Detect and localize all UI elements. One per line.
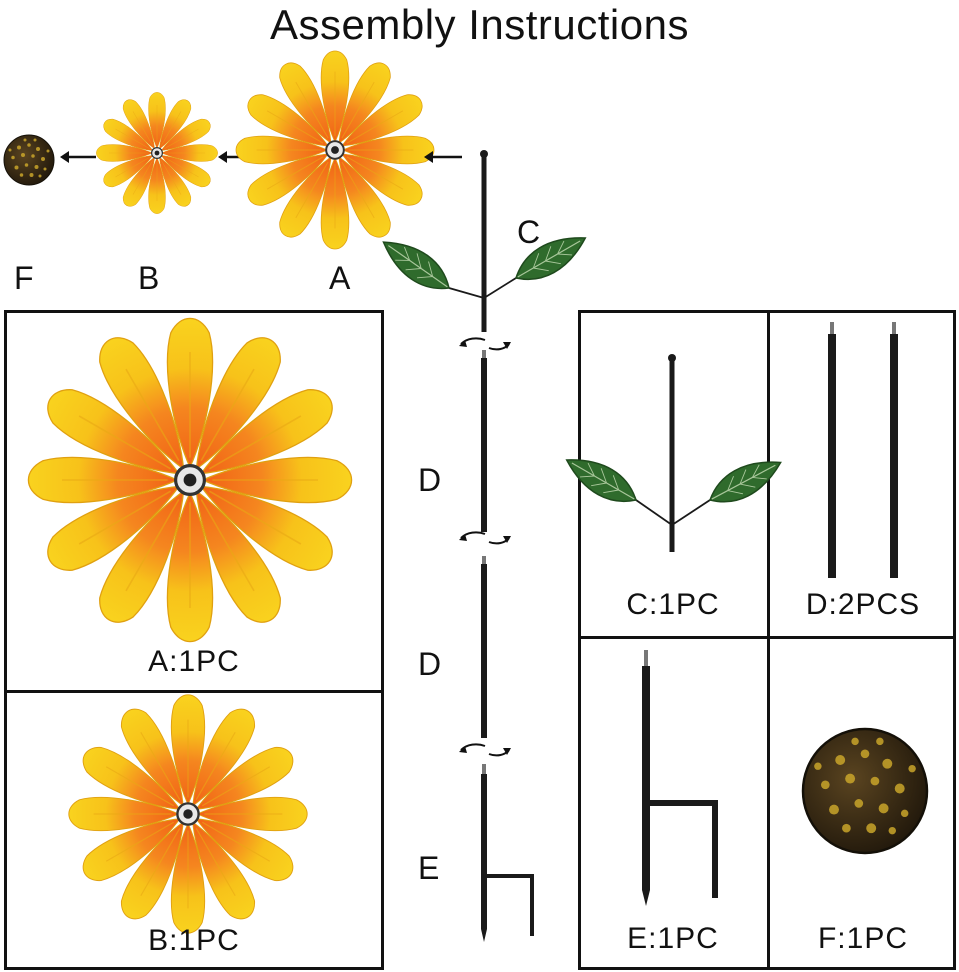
caption-d: D:2PCS bbox=[805, 588, 921, 621]
flower-b-icon bbox=[94, 90, 220, 216]
divider bbox=[4, 690, 384, 693]
pole-icon bbox=[481, 350, 487, 532]
flower-b-icon bbox=[76, 702, 300, 926]
label-d: D bbox=[418, 646, 442, 682]
caption-b: B:1PC bbox=[148, 924, 240, 957]
caption-c: C:1PC bbox=[626, 588, 720, 621]
divider bbox=[578, 636, 956, 639]
stake-icon bbox=[642, 650, 718, 906]
center-disc-icon bbox=[3, 134, 55, 186]
pole-icon bbox=[481, 556, 487, 738]
center-disc-icon bbox=[801, 727, 929, 855]
caption-e: E:1PC bbox=[627, 922, 719, 955]
divider bbox=[767, 310, 770, 970]
caption-a: A:1PC bbox=[148, 645, 240, 678]
label-f: F bbox=[14, 260, 34, 296]
flower-a-icon bbox=[38, 326, 342, 634]
caption-f: F:1PC bbox=[817, 922, 909, 955]
pole-icon bbox=[828, 322, 836, 578]
flower-a-icon bbox=[240, 54, 430, 246]
label-d: D bbox=[418, 462, 442, 498]
parts-panel-left bbox=[4, 310, 384, 970]
arrow-left-icon bbox=[60, 151, 96, 163]
pole-icon bbox=[890, 322, 898, 578]
label-b: B bbox=[138, 260, 160, 296]
twist-arrows-icon bbox=[458, 743, 512, 757]
label-e: E bbox=[418, 850, 440, 886]
leaf-stem-icon bbox=[558, 354, 789, 552]
twist-arrows-icon bbox=[458, 531, 512, 545]
leaf-stem-icon bbox=[374, 150, 594, 332]
arrow-left-icon bbox=[424, 151, 462, 163]
stake-icon bbox=[481, 764, 534, 942]
label-a: A bbox=[329, 260, 351, 296]
page-title: Assembly Instructions bbox=[270, 1, 689, 48]
label-c: C bbox=[517, 214, 541, 250]
